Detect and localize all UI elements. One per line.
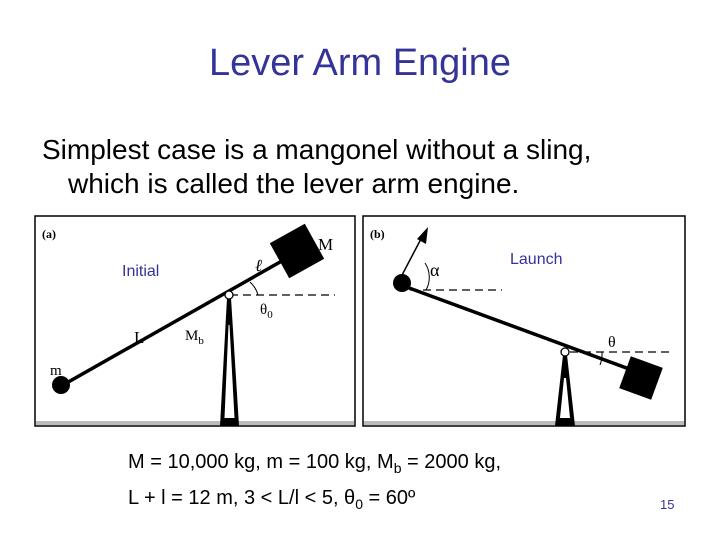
panel-a-label: (a) xyxy=(42,227,56,241)
panel-a-label-short-arm: ℓ xyxy=(255,256,262,275)
bullet-text: Simplest case is a mangonel without a sl… xyxy=(42,133,702,201)
panel-a-label-m: m xyxy=(50,363,62,379)
panel-b-label-theta: θ xyxy=(608,334,616,351)
slide-title: Lever Arm Engine xyxy=(208,42,512,84)
panel-a-label-beam-mass: Mb xyxy=(185,328,204,347)
panel-b: (b) Launch α θ xyxy=(362,215,686,427)
panel-b-caption: Launch xyxy=(510,251,563,268)
parameters-line-1: M = 10,000 kg, m = 100 kg, Mb = 2000 kg, xyxy=(128,451,502,476)
panel-b-counterweight xyxy=(619,356,663,400)
diagram-svg: (a) Initial M m ℓ L Mb θ0 xyxy=(34,215,686,427)
panel-b-support-inner xyxy=(560,378,570,418)
panel-a-caption: Initial xyxy=(122,263,159,280)
panel-b-ground xyxy=(364,421,684,425)
page-number: 15 xyxy=(660,497,675,512)
panel-a-label-M: M xyxy=(318,235,333,254)
panel-a-counterweight xyxy=(269,223,325,279)
panel-b-release-arrow xyxy=(400,236,423,278)
panel-b-alpha-arc xyxy=(424,262,430,291)
panel-a-ground xyxy=(36,421,354,425)
panel-a-label-long-arm: L xyxy=(134,328,144,347)
panel-b-label-alpha: α xyxy=(430,260,440,280)
panel-b-projectile xyxy=(393,274,411,292)
panel-a: (a) Initial M m ℓ L Mb θ0 xyxy=(34,215,356,427)
panel-a-label-angle: θ0 xyxy=(260,302,273,321)
panel-b-label: (b) xyxy=(370,227,385,241)
panel-a-support-inner xyxy=(224,325,235,418)
panel-a-projectile xyxy=(52,376,70,394)
panel-b-pivot xyxy=(560,347,570,357)
panel-a-pivot xyxy=(224,290,234,300)
panel-b-release-arrowhead xyxy=(417,227,428,244)
parameters-text: M = 10,000 kg, m = 100 kg, Mb = 2000 kg,… xyxy=(128,447,501,519)
panel-a-angle-arc xyxy=(249,281,259,296)
bullet-line-1: Simplest case is a mangonel without a sl… xyxy=(42,134,592,165)
parameters-line-2: L + l = 12 m, 3 < L/l < 5, θ0 = 60º xyxy=(128,487,416,512)
bullet-line-2: which is called the lever arm engine. xyxy=(68,168,520,199)
panel-a-beam xyxy=(62,247,304,387)
panel-b-beam xyxy=(400,283,641,375)
lever-arm-diagram: (a) Initial M m ℓ L Mb θ0 xyxy=(30,213,690,428)
